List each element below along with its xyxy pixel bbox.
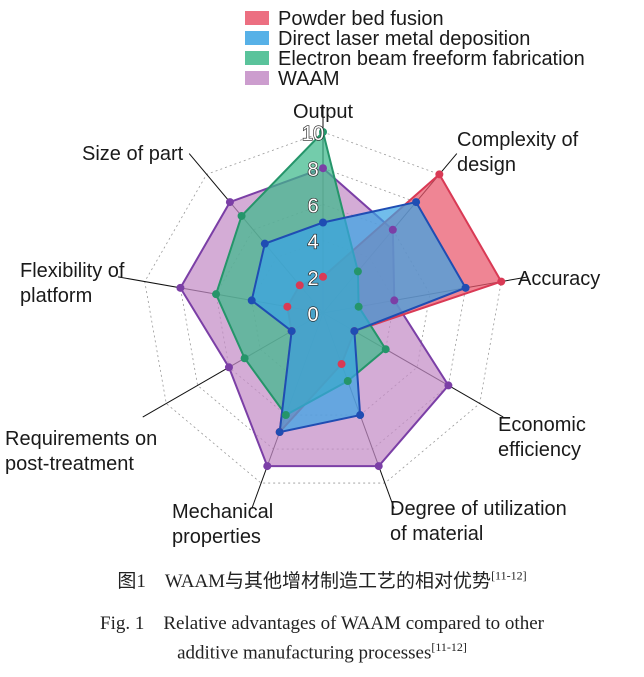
data-point <box>247 296 256 305</box>
data-point <box>212 290 221 299</box>
axis-label: Mechanical <box>172 501 273 523</box>
axis-label: of material <box>390 523 483 545</box>
legend-swatch <box>245 51 269 65</box>
data-point <box>275 428 284 437</box>
data-point <box>497 277 506 286</box>
data-point <box>287 327 296 336</box>
caption-cn-ref: [11-12] <box>491 568 527 583</box>
data-point <box>350 327 359 336</box>
legend-label: Powder bed fusion <box>278 8 444 30</box>
axis-label: platform <box>20 285 92 307</box>
axis-label: Size of part <box>82 143 184 165</box>
data-point <box>263 462 272 471</box>
axis-label: properties <box>172 526 261 548</box>
data-point <box>240 354 249 363</box>
axis-label: design <box>457 154 516 176</box>
data-point <box>412 198 421 207</box>
data-point <box>281 411 290 420</box>
data-point <box>176 283 185 292</box>
tick-label: 10 <box>302 123 324 145</box>
caption-en-ref: [11-12] <box>431 640 467 654</box>
axis-label: Complexity of <box>457 129 579 151</box>
caption-cn-text: 图1 WAAM与其他增材制造工艺的相对优势 <box>117 571 492 592</box>
axis-label: Accuracy <box>518 268 600 290</box>
data-point <box>319 272 327 281</box>
tick-label: 0 <box>307 304 318 326</box>
axis-label: Flexibility of <box>20 260 125 282</box>
series-area <box>250 200 468 434</box>
data-point <box>319 128 327 136</box>
data-point <box>461 283 470 292</box>
data-point <box>319 218 327 227</box>
legend-swatch <box>245 11 269 25</box>
legend-swatch <box>245 71 269 85</box>
data-point <box>354 302 363 311</box>
data-point <box>353 267 362 276</box>
legend-label: Direct laser metal deposition <box>278 28 530 50</box>
axis-label: Requirements on <box>5 428 157 450</box>
axis-label: Degree of utilization <box>390 498 567 520</box>
legend-label: WAAM <box>278 68 339 90</box>
tick-label: 8 <box>307 159 318 181</box>
caption-en-text: additive manufacturing processes <box>177 642 432 664</box>
data-point <box>337 360 346 369</box>
caption-en-line1: Fig. 1 Relative advantages of WAAM compa… <box>100 613 544 634</box>
data-point <box>381 345 390 354</box>
axis-label: post-treatment <box>5 453 134 475</box>
axis-label: efficiency <box>498 439 581 461</box>
data-point <box>225 198 234 207</box>
data-point <box>343 377 352 386</box>
data-point <box>444 381 453 390</box>
data-point <box>224 363 233 372</box>
data-point <box>319 164 327 173</box>
data-point <box>260 239 269 248</box>
axis-label: Output <box>293 101 353 123</box>
axis-label: Economic <box>498 414 586 436</box>
tick-label: 2 <box>307 268 318 290</box>
data-point <box>374 462 383 471</box>
caption-en-line2: additive manufacturing processes[11-12] <box>0 640 644 664</box>
data-point <box>237 211 246 220</box>
data-point <box>356 411 365 420</box>
data-point <box>283 302 292 311</box>
data-point <box>388 225 397 234</box>
data-point <box>390 296 399 305</box>
tick-label: 6 <box>307 195 318 217</box>
data-point <box>295 281 304 290</box>
legend-swatch <box>245 31 269 45</box>
legend-label: Electron beam freeform fabrication <box>278 48 585 70</box>
caption-cn: 图1 WAAM与其他增材制造工艺的相对优势[11-12] <box>0 566 644 593</box>
data-point <box>435 170 444 179</box>
tick-label: 4 <box>307 232 318 254</box>
